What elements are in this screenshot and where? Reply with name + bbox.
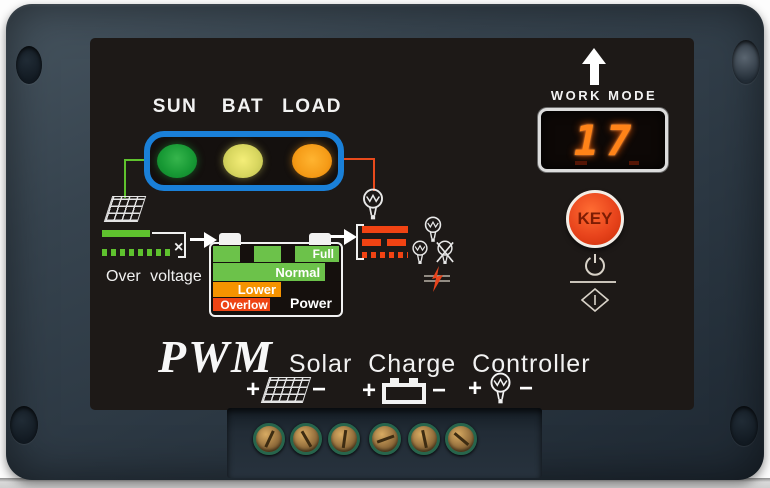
mounting-hole-bottom-left (10, 406, 38, 444)
plus-sign: + (246, 376, 261, 403)
short-circuit-icon (424, 266, 450, 292)
battery-level-normal-label: Normal (275, 264, 321, 280)
load-connector-line (373, 158, 375, 191)
sun-connector-line (124, 159, 126, 198)
terminal-block (227, 408, 542, 478)
mounting-hole-bottom-right (730, 406, 758, 446)
load-connector-line (344, 158, 375, 160)
product-title: Solar Charge Controller (288, 350, 591, 378)
divider-line (570, 281, 616, 283)
terminal-screw (253, 423, 285, 455)
load-bracket (356, 224, 364, 226)
seven-segment-display: 17 (538, 108, 668, 172)
bat-label: BAT (221, 96, 265, 117)
up-arrow-icon (582, 48, 606, 86)
solar-charge-bar (102, 230, 150, 237)
key-button-label: KEY (577, 209, 613, 228)
plus-sign: + (468, 375, 483, 402)
work-mode-label: WORK MODE (550, 88, 658, 103)
dim-segment (575, 161, 587, 165)
input-bracket (152, 232, 186, 234)
pwm-logo: PWM (158, 331, 274, 382)
battery-level-lower-label: Lower (237, 282, 277, 297)
charge-controller-body: SUN BAT LOAD × Over voltage (6, 4, 764, 480)
sun-led (157, 144, 197, 178)
load-bracket (356, 224, 358, 260)
power-icon (585, 254, 605, 276)
terminal-screw (369, 423, 401, 455)
battery-levels: Full Normal Lower Overlow Power (213, 246, 339, 313)
battery-level-full: Full (213, 246, 339, 262)
disconnect-cross-icon: × (174, 239, 184, 256)
load-led (292, 144, 332, 178)
lamp-icon (363, 188, 383, 220)
lamp-icon (424, 216, 442, 242)
dim-segment (629, 161, 639, 165)
sun-connector-line (124, 159, 144, 161)
solar-dotted-bar (102, 249, 174, 256)
load-bar-dotted (362, 252, 408, 258)
battery-terminal (309, 233, 331, 245)
sun-label: SUN (152, 96, 198, 117)
over-voltage-label: Over voltage (106, 268, 202, 285)
battery-terminal (219, 233, 241, 245)
battery-level-overlow: Overlow (213, 297, 339, 312)
legend-solar: + − (246, 377, 326, 403)
lamp-icon (490, 372, 511, 404)
mounting-hole-top-left (16, 46, 42, 84)
legend-battery: + − (362, 377, 446, 405)
brand-row: PWM Solar Charge Controller (158, 330, 591, 383)
terminal-screw (445, 423, 477, 455)
load-bar-solid (362, 226, 408, 233)
mounting-hole-top-right (732, 40, 760, 84)
input-bracket (178, 256, 186, 258)
battery-gauge: Full Normal Lower Overlow Power (209, 233, 343, 317)
minus-sign: − (312, 376, 327, 403)
battery-level-full-label: Full (307, 246, 339, 262)
load-bracket (356, 258, 364, 260)
table-surface (0, 478, 770, 488)
battery-level-normal: Normal (213, 263, 339, 281)
bat-led (223, 144, 263, 178)
plus-sign: + (362, 377, 377, 404)
power-label: Power (289, 295, 332, 311)
minus-sign: − (519, 375, 534, 402)
key-button[interactable]: KEY (566, 190, 624, 248)
battery-icon (382, 378, 427, 404)
load-bar-dashed (362, 239, 408, 246)
solar-panel-icon (260, 377, 312, 403)
minus-sign: − (432, 377, 447, 404)
mode-diamond-icon (581, 288, 609, 312)
solar-panel-icon (103, 196, 147, 222)
battery-level-overlow-label: Overlow (220, 297, 268, 312)
terminal-screw (328, 423, 360, 455)
lamp-icon (412, 240, 428, 264)
input-bracket (184, 232, 186, 258)
terminal-screw (408, 423, 440, 455)
legend-load: + − (468, 372, 533, 406)
discharge-flow-arrow-icon (330, 229, 358, 245)
terminal-screw (290, 423, 322, 455)
front-panel: SUN BAT LOAD × Over voltage (90, 38, 694, 410)
battery-level-lower: Lower (213, 282, 339, 297)
display-value: 17 (573, 115, 639, 165)
load-label: LOAD (282, 96, 342, 117)
lamp-off-icon (436, 240, 454, 264)
